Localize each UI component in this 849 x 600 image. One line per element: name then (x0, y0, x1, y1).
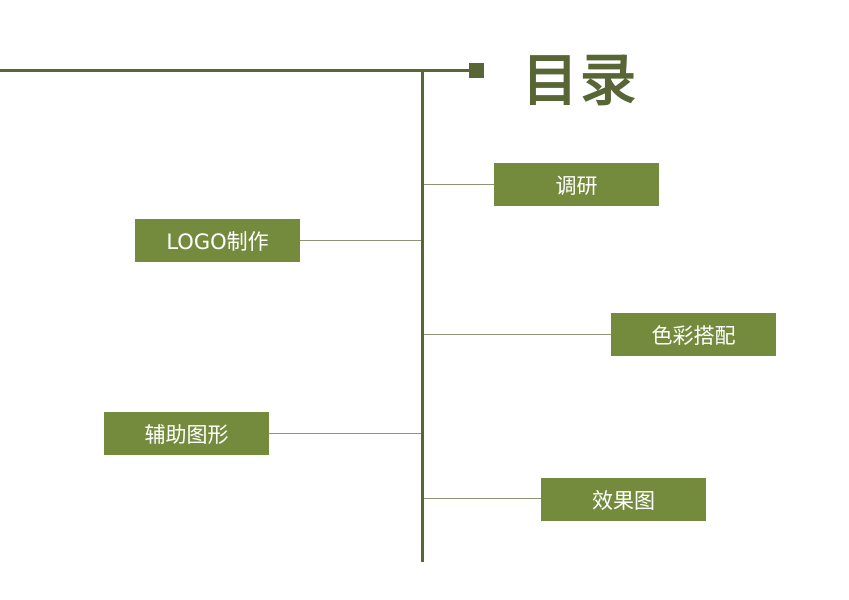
page-title: 目录 (522, 49, 638, 114)
title-square-marker (469, 63, 484, 78)
branch-line-research (424, 184, 494, 185)
toc-item-color-scheme[interactable]: 色彩搭配 (611, 313, 776, 356)
branch-line-renderings (424, 498, 541, 499)
vertical-spine-line (421, 69, 424, 562)
toc-item-logo[interactable]: LOGO制作 (135, 219, 300, 262)
top-horizontal-line (0, 69, 472, 72)
branch-line-logo (300, 240, 421, 241)
toc-item-auxiliary-graphics[interactable]: 辅助图形 (104, 412, 269, 455)
toc-item-renderings[interactable]: 效果图 (541, 478, 706, 521)
branch-line-graphics (269, 433, 421, 434)
toc-item-research[interactable]: 调研 (494, 163, 659, 206)
branch-line-color (424, 334, 611, 335)
